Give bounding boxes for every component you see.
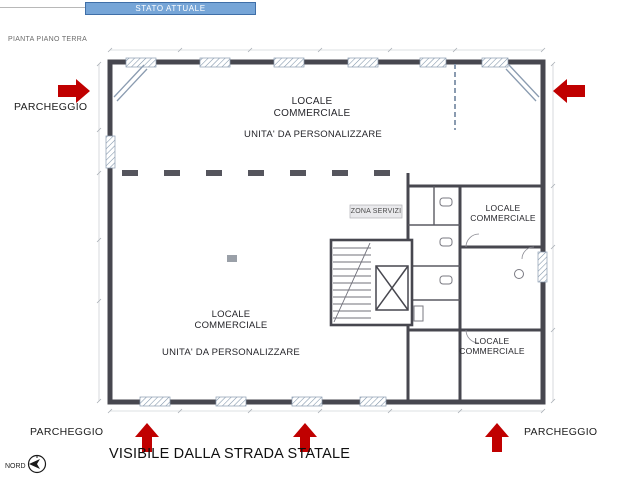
room-label-top-commercial: LOCALE COMMERCIALE — [273, 96, 351, 119]
room-subtitle-top-commercial: UNITA' DA PERSONALIZZARE — [244, 129, 382, 140]
door-swings — [465, 233, 535, 344]
north-compass-icon — [27, 454, 47, 474]
parking-label-bottom-left: PARCHEGGIO — [30, 426, 104, 438]
street-arrow-1-icon — [135, 423, 159, 452]
stair-core — [329, 238, 414, 327]
parking-label-top-left: PARCHEGGIO — [14, 101, 88, 113]
room-subtitle-bottom-left-commercial: UNITA' DA PERSONALIZZARE — [162, 347, 300, 358]
parking-arrow-left-icon — [58, 79, 90, 103]
room-label-right-lower-commercial: LOCALE COMMERCIALE — [459, 336, 525, 357]
drawing-title: PIANTA PIANO TERRA — [8, 36, 88, 43]
status-banner-label: STATO ATTUALE — [135, 4, 206, 13]
corner-entrances — [113, 64, 540, 102]
window-openings — [105, 57, 548, 407]
parking-label-bottom-right: PARCHEGGIO — [524, 426, 598, 438]
stairs — [333, 242, 371, 323]
sanitary-fixtures — [413, 197, 524, 322]
status-banner: STATO ATTUALE — [85, 2, 256, 15]
street-arrow-3-icon — [485, 423, 509, 452]
service-partitions — [408, 186, 460, 301]
street-visibility-note: VISIBILE DALLA STRADA STATALE — [109, 446, 351, 462]
north-label: NORD — [5, 463, 26, 470]
elevator — [375, 265, 409, 311]
parking-arrow-right-icon — [553, 79, 585, 103]
room-label-right-upper-commercial: LOCALE COMMERCIALE — [470, 203, 536, 224]
services-zone-box — [349, 204, 403, 219]
room-label-services-zone: ZONA SERVIZI — [350, 208, 402, 215]
street-arrow-2-icon — [293, 423, 317, 452]
room-label-bottom-left-commercial: LOCALE COMMERCIALE — [194, 309, 268, 332]
dimension-guides — [96, 47, 556, 414]
top-rule — [0, 7, 85, 8]
exterior-walls — [107, 59, 546, 405]
structural-column — [227, 255, 237, 262]
